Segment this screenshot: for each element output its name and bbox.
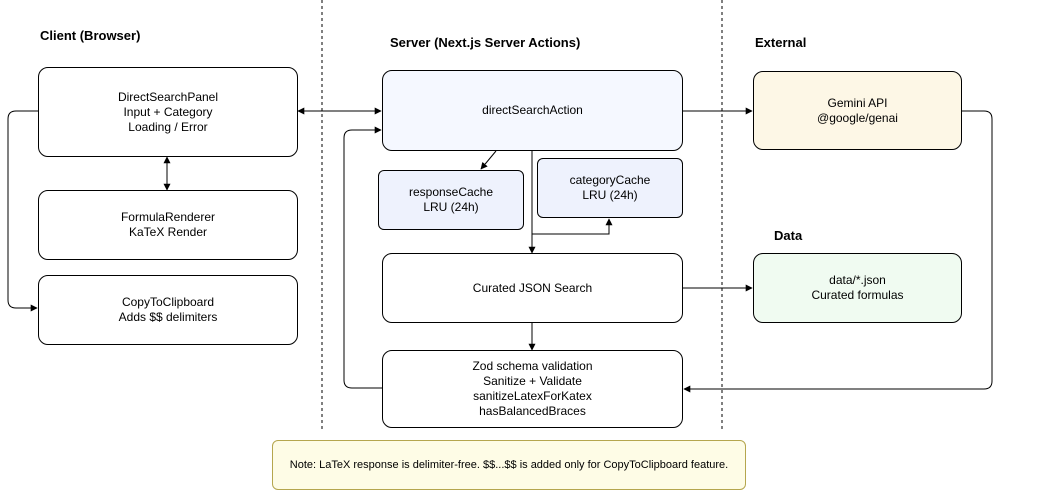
node-label: Zod schema validation <box>472 359 593 373</box>
node-label: Loading / Error <box>128 119 208 134</box>
edge-panel-clipboard <box>7 110 38 312</box>
node-gemini-api: Gemini API @google/genai <box>753 71 962 150</box>
node-label: @google/genai <box>817 110 898 125</box>
node-label: LRU (24h) <box>423 200 479 214</box>
footnote: Note: LaTeX response is delimiter-free. … <box>272 440 746 490</box>
node-label: responseCache <box>408 185 494 199</box>
node-copy-to-clipboard: CopyToClipboard Adds $$ delimiters <box>38 275 298 345</box>
node-label: CopyToClipboard <box>121 295 215 309</box>
section-title-server: Server (Next.js Server Actions) <box>390 35 581 50</box>
node-label: data/*.json <box>829 273 886 287</box>
node-label: Input + Category <box>123 104 213 119</box>
edge-zod-action <box>343 126 382 389</box>
node-label: directSearchAction <box>482 103 583 117</box>
node-formula-renderer: FormulaRenderer KaTeX Render <box>38 190 298 260</box>
node-label: categoryCache <box>569 173 651 187</box>
node-label: Curated JSON Search <box>472 280 593 295</box>
node-label: Sanitize + Validate <box>483 374 582 388</box>
node-label: DirectSearchPanel <box>117 89 219 104</box>
edge-action-responsecache <box>480 150 497 170</box>
node-label: Gemini API <box>827 95 888 110</box>
section-title-external: External <box>755 35 807 50</box>
node-label: sanitizeLatexForKatex <box>473 389 592 403</box>
edge-branch-categorycache <box>532 218 613 235</box>
node-label: hasBalancedBraces <box>479 404 586 418</box>
edge-gemini-zod <box>683 110 993 393</box>
node-label: KaTeX Render <box>128 225 208 239</box>
node-direct-search-action: directSearchAction <box>382 70 683 151</box>
node-zod-validation: Zod schema validation Sanitize + Validat… <box>382 350 683 428</box>
node-label: FormulaRenderer <box>120 210 216 224</box>
node-label: Adds $$ delimiters <box>118 310 218 324</box>
node-label: LRU (24h) <box>582 188 638 202</box>
node-curated-json-search: Curated JSON Search <box>382 253 683 323</box>
section-title-data: Data <box>774 228 803 243</box>
node-response-cache: responseCache LRU (24h) <box>378 170 524 230</box>
node-data-json: data/*.json Curated formulas <box>753 253 962 323</box>
node-direct-search-panel: DirectSearchPanel Input + Category Loadi… <box>38 67 298 157</box>
section-title-client: Client (Browser) <box>40 28 141 43</box>
node-label: Curated formulas <box>811 288 904 302</box>
node-category-cache: categoryCache LRU (24h) <box>537 158 683 218</box>
footnote-text: Note: LaTeX response is delimiter-free. … <box>289 458 729 471</box>
